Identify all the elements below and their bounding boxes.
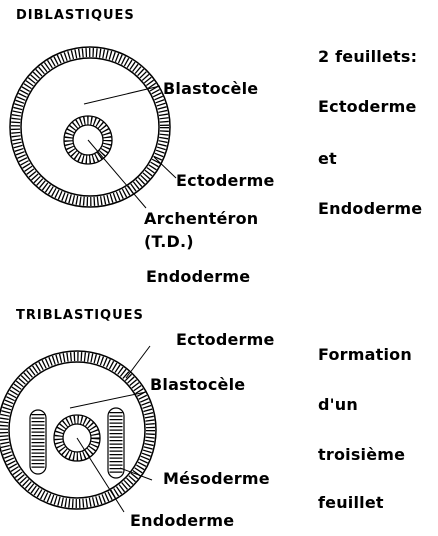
leader-blastocele-2 xyxy=(70,392,146,408)
label-ectoderme-2: Ectoderme xyxy=(176,331,275,349)
side-text-endoderme: Endoderme xyxy=(318,200,422,218)
side-text-troisieme: troisième xyxy=(318,446,405,464)
leader-blastocele-1 xyxy=(84,86,160,104)
side-text-dun: d'un xyxy=(318,396,358,414)
side-text-et: et xyxy=(318,150,337,168)
mesoderm-right xyxy=(108,408,124,478)
label-endoderme-2: Endoderme xyxy=(130,512,234,530)
side-text-feuillets: 2 feuillets: xyxy=(318,48,417,66)
triblastic-ectoderm-band xyxy=(4,357,151,504)
side-text-ectoderme: Ectoderme xyxy=(318,98,417,116)
side-text-formation: Formation xyxy=(318,346,412,364)
label-archenteron: Archentéron xyxy=(144,210,258,228)
label-mesoderme: Mésoderme xyxy=(163,470,270,488)
label-td: (T.D.) xyxy=(144,233,194,251)
diblastic-ectoderm-outer xyxy=(10,47,170,207)
leader-ectoderme-1 xyxy=(154,157,176,178)
label-blastocele-2: Blastocèle xyxy=(150,376,245,394)
diblastic-ectoderm-inner xyxy=(21,58,159,196)
diblastic-embryo xyxy=(10,47,176,208)
triblastic-embryo xyxy=(0,346,156,512)
label-ectoderme-1: Ectoderme xyxy=(176,172,275,190)
label-endoderme-1: Endoderme xyxy=(146,268,250,286)
side-text-feuillet: feuillet xyxy=(318,494,384,512)
diblastic-ectoderm-band xyxy=(16,53,165,202)
leader-ectoderme-2 xyxy=(126,346,150,378)
label-blastocele-1: Blastocèle xyxy=(163,80,258,98)
